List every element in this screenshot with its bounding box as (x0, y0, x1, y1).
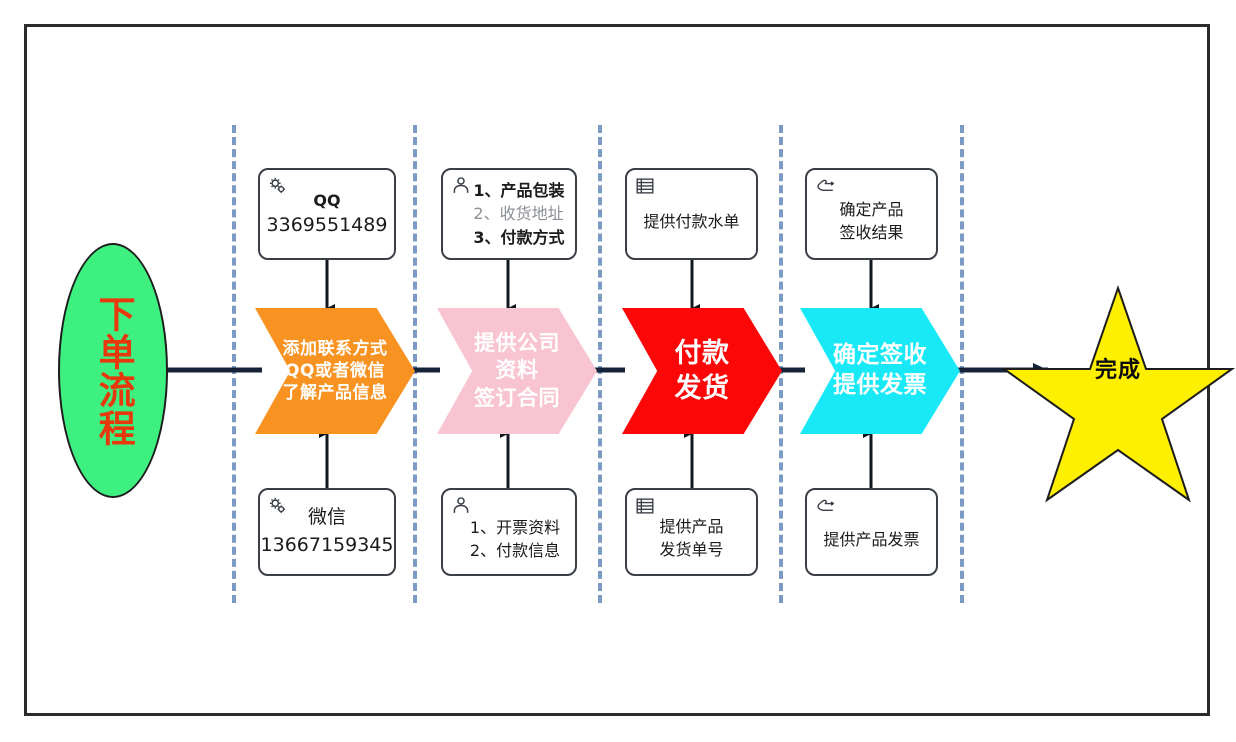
gears-icon (267, 175, 289, 197)
note-box-bottom-stage-1-text: 微信 13667159345 (260, 506, 394, 556)
lane-divider-5 (960, 125, 964, 603)
gears-icon (267, 495, 289, 517)
table-list-icon (634, 175, 656, 197)
note-box-top-stage-3-text: 提供付款水单 (643, 212, 740, 232)
note-box-top-stage-3[interactable]: 提供付款水单 (625, 168, 758, 260)
note-box-bottom-stage-1[interactable]: 微信 13667159345 (258, 488, 396, 576)
person-icon (450, 175, 472, 197)
process-chevron-stage-1-label: 添加联系方式 QQ或者微信 了解产品信息 (282, 338, 388, 404)
process-chevron-stage-3-label: 付款 发货 (674, 337, 730, 404)
finish-node-label: 完成 (1094, 358, 1141, 383)
note-box-bottom-stage-4-text: 提供产品发票 (823, 530, 920, 550)
page-border (24, 24, 1210, 716)
note-box-top-stage-2-text: 1、产品包装 2、收货地址 3、付款方式 (473, 181, 565, 247)
note-box-top-stage-2[interactable]: 1、产品包装 2、收货地址 3、付款方式 (441, 168, 577, 260)
process-chevron-stage-2-label: 提供公司 资料 签订合同 (474, 331, 560, 410)
note-box-bottom-stage-3-text: 提供产品 发货单号 (659, 516, 724, 559)
lane-divider-3 (598, 125, 602, 603)
start-node[interactable]: 下单流程 (58, 243, 168, 498)
pointing-hand-icon (814, 175, 836, 197)
lane-divider-4 (779, 125, 783, 603)
table-list-icon (634, 495, 656, 517)
start-node-label: 下单流程 (92, 294, 136, 447)
process-chevron-stage-4[interactable]: 确定签收 提供发票 (800, 308, 960, 434)
note-box-bottom-stage-2-text: 1、开票资料 2、付款信息 (469, 517, 561, 560)
lane-divider-1 (232, 125, 236, 603)
note-box-top-stage-1[interactable]: QQ 3369551489 (258, 168, 396, 260)
note-box-bottom-stage-3[interactable]: 提供产品 发货单号 (625, 488, 758, 576)
note-box-bottom-stage-4[interactable]: 提供产品发票 (805, 488, 938, 576)
note-box-top-stage-1-text: QQ 3369551489 (266, 190, 388, 236)
note-box-top-stage-4-text: 确定产品 签收结果 (839, 199, 904, 242)
lane-divider-2 (413, 125, 417, 603)
note-box-bottom-stage-2[interactable]: 1、开票资料 2、付款信息 (441, 488, 577, 576)
finish-node[interactable]: 完成 (1043, 296, 1193, 443)
note-box-top-stage-4[interactable]: 确定产品 签收结果 (805, 168, 938, 260)
pointing-hand-icon (814, 495, 836, 517)
person-icon (450, 495, 472, 517)
process-chevron-stage-4-label: 确定签收 提供发票 (833, 342, 927, 398)
